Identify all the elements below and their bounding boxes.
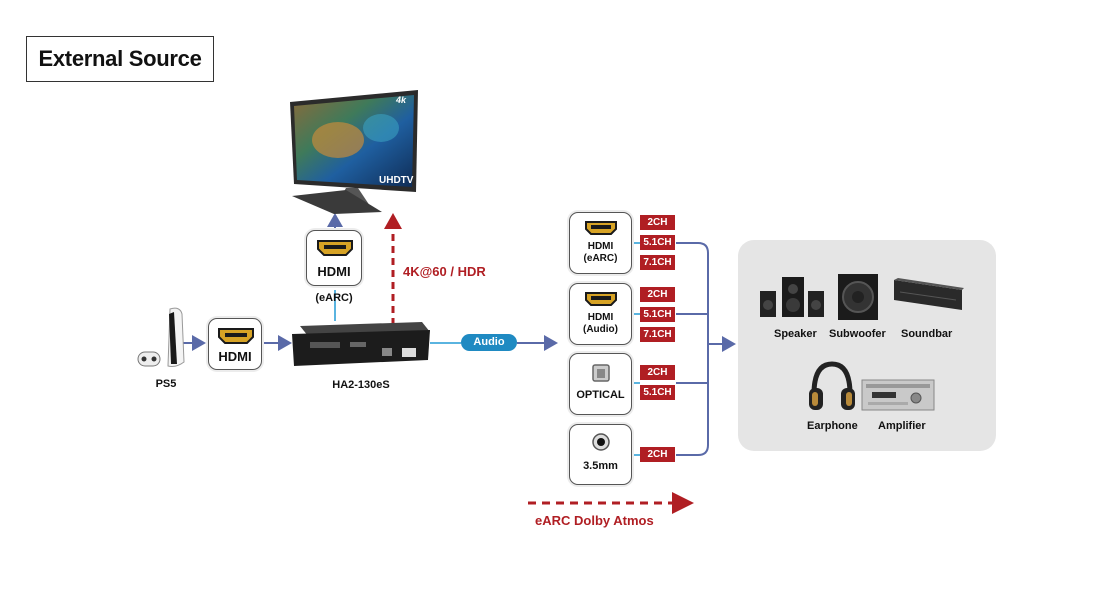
subwoofer-image — [838, 274, 878, 320]
channel-badge: 7.1CH — [640, 327, 675, 342]
tv-screen-text: UHDTV — [379, 175, 414, 186]
output-name-line1: HDMI — [587, 241, 614, 252]
output-3-5mm-port: 3.5mm — [569, 424, 632, 485]
output-hdmi-audio-port: HDMI (Audio) — [569, 283, 632, 345]
hdmi-icon — [218, 328, 254, 344]
channel-badge: 5.1CH — [640, 235, 675, 250]
output-name-line1: 3.5mm — [583, 460, 618, 472]
output-optical-port: OPTICAL — [569, 353, 632, 415]
subwoofer-label: Subwoofer — [829, 328, 886, 340]
amplifier-label: Amplifier — [878, 420, 926, 432]
source-hdmi-label: HDMI — [218, 349, 252, 364]
channel-badge: 2CH — [640, 447, 675, 462]
soundbar-image — [894, 278, 964, 310]
earphone-label: Earphone — [807, 420, 858, 432]
device-name: HA2-130eS — [332, 379, 390, 391]
speaker-label: Speaker — [774, 328, 817, 340]
channel-badge: 2CH — [640, 365, 675, 380]
output-bus — [676, 242, 709, 456]
speaker-image — [760, 277, 824, 317]
output-hdmi-earc-port: HDMI (eARC) — [569, 212, 632, 274]
soundbar-label: Soundbar — [901, 328, 953, 340]
output-name-line2: (eARC) — [583, 253, 618, 264]
hdmi-icon — [585, 221, 617, 235]
hdmi-icon — [585, 292, 617, 306]
hdmi-icon — [317, 240, 353, 256]
video-label: 4K@60 / HDR — [403, 264, 486, 279]
amplifier-image — [861, 379, 935, 411]
channel-badge: 5.1CH — [640, 385, 675, 400]
optical-port-icon — [592, 364, 610, 382]
channel-badge: 2CH — [640, 215, 675, 230]
tv-hdmi-label: HDMI — [317, 264, 351, 279]
tv-earc-label: (eARC) — [315, 292, 353, 304]
earphone-image — [809, 361, 855, 410]
page-title: External Source — [26, 36, 214, 82]
audio-jack-icon — [592, 433, 610, 451]
tv-hdmi-port: HDMI — [306, 230, 362, 286]
output-name-line1: OPTICAL — [576, 389, 625, 401]
tv-image — [290, 90, 418, 214]
video-arrow-head — [384, 213, 402, 229]
ps5-label: PS5 — [155, 378, 177, 390]
channel-badge: 5.1CH — [640, 307, 675, 322]
channel-badge: 7.1CH — [640, 255, 675, 270]
audio-badge: Audio — [461, 334, 517, 351]
source-hdmi-port: HDMI — [208, 318, 262, 370]
legend-label: eARC Dolby Atmos — [535, 513, 654, 528]
device-image — [292, 322, 430, 366]
tv-brand-badge: 4k — [396, 95, 407, 105]
output-name-line1: HDMI — [587, 312, 614, 323]
ps5-image — [137, 307, 185, 367]
channel-badge: 2CH — [640, 287, 675, 302]
output-name-line2: (Audio) — [583, 324, 618, 335]
